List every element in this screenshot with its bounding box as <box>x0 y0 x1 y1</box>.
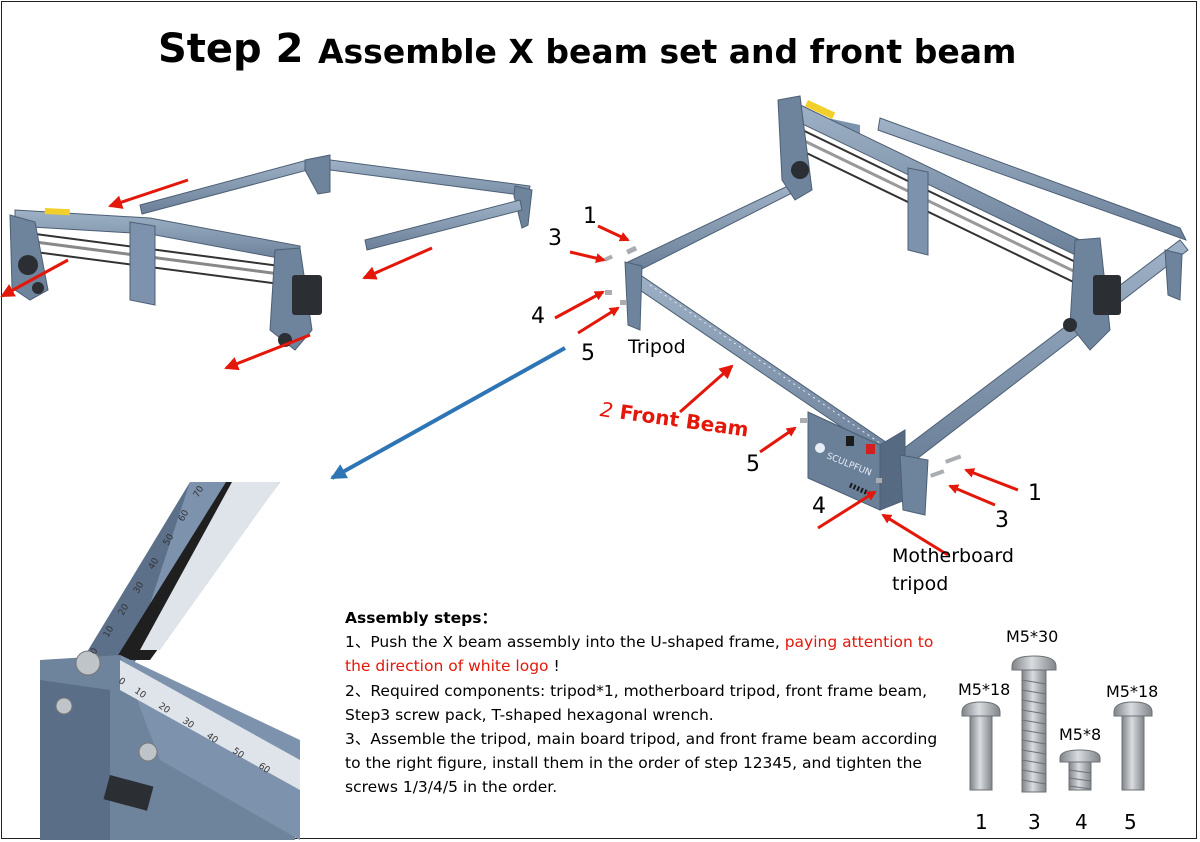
direction-arrows-right <box>554 224 1019 557</box>
tripod-label: Tripod <box>628 336 686 358</box>
ruler-mark: 0 <box>116 676 127 688</box>
step-1-warning: paying attention to the direction of whi… <box>345 633 934 676</box>
screw-diagram <box>961 655 1153 793</box>
step-1-text: 1、Push the X beam assembly into the U-sh… <box>345 633 785 652</box>
screw-4-size: M5*8 <box>1059 725 1102 744</box>
right-number-3: 3 <box>995 508 1009 533</box>
right-number-5: 5 <box>746 452 760 477</box>
assembly-heading: Assembly steps： <box>345 609 497 627</box>
u-shaped-frame <box>139 154 533 251</box>
screw-3-number: 3 <box>1028 810 1041 834</box>
screw-1-size: M5*18 <box>958 680 1011 699</box>
step-title: Step 2 <box>158 26 304 72</box>
screw-3-size: M5*30 <box>1006 627 1059 646</box>
ruler-mark: 0 <box>89 646 101 656</box>
front-beam-number: 2 <box>598 397 615 423</box>
left-number-3: 3 <box>548 226 562 251</box>
right-number-4: 4 <box>812 494 826 519</box>
screws-left <box>604 245 638 305</box>
step-heading: Assemble X beam set and front beam <box>318 32 1017 71</box>
screw-4-number: 4 <box>1075 810 1088 834</box>
assembly-steps: Assembly steps： 1、Push the X beam assemb… <box>345 606 945 800</box>
screw-5-icon <box>1113 701 1153 791</box>
assembly-step-2: 2、Required components: tripod*1, motherb… <box>345 681 928 724</box>
screws-right <box>800 418 962 483</box>
screw-5-size: M5*18 <box>1106 682 1159 701</box>
right-number-1: 1 <box>1028 481 1042 506</box>
zoom-inset <box>40 482 300 840</box>
screw-4-icon <box>1059 749 1101 791</box>
screw-1-number: 1 <box>975 810 988 834</box>
zoom-arrow <box>330 346 566 480</box>
left-number-1: 1 <box>583 204 597 229</box>
motherboard-tripod-line1: Motherboard <box>892 545 1014 567</box>
motherboard-tripod-label: Motherboard tripod <box>892 542 1014 598</box>
assembly-step-1: 1、Push the X beam assembly into the U-sh… <box>345 630 945 678</box>
left-number-4: 4 <box>531 304 545 329</box>
step-1-end: ! <box>548 657 560 676</box>
motherboard-tripod-line2: tripod <box>892 573 949 595</box>
assembled-frame: SCULPFUN <box>624 95 1189 516</box>
x-beam-assembly <box>9 208 322 351</box>
left-number-5: 5 <box>581 341 595 366</box>
screw-3-icon <box>1011 655 1057 793</box>
screw-5-number: 5 <box>1124 810 1137 834</box>
screw-1-icon <box>961 701 1001 791</box>
direction-arrows-left <box>0 178 433 371</box>
assembly-step-3: 3、Assemble the tripod, main board tripod… <box>345 730 938 797</box>
